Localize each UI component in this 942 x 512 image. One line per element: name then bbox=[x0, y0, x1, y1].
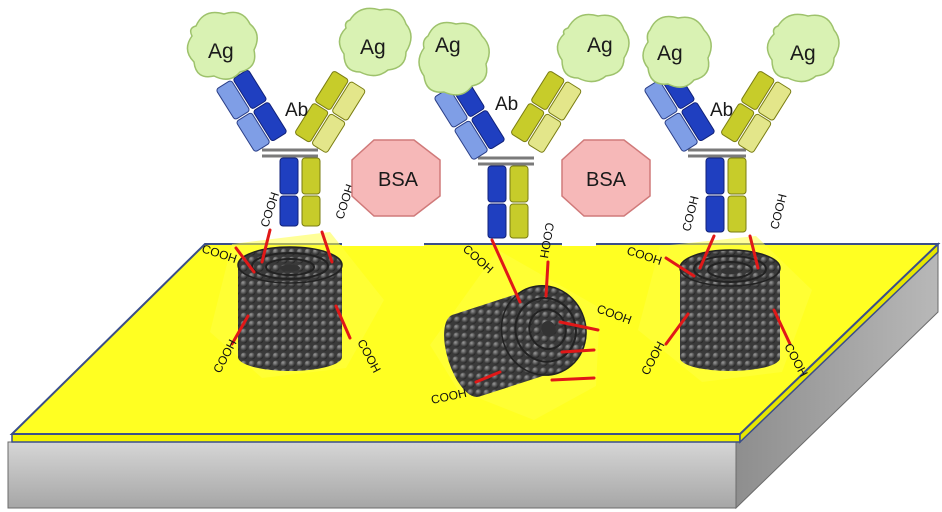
nanotube-1 bbox=[210, 232, 384, 378]
gold-layer-edge bbox=[11, 433, 741, 443]
linkers bbox=[230, 228, 792, 384]
cooh-label: COOH bbox=[537, 221, 557, 259]
ag-label: Ag bbox=[657, 42, 683, 65]
antigen-1: Ag bbox=[186, 11, 258, 80]
bsa-blocker-1: BSA bbox=[351, 139, 441, 217]
nanotube-2 bbox=[430, 250, 600, 420]
cooh-label: COOH bbox=[679, 194, 701, 232]
ab-label: Ab bbox=[495, 94, 518, 115]
ag-label: Ag bbox=[435, 34, 461, 57]
substrate-front-face bbox=[7, 441, 737, 509]
gap bbox=[342, 236, 424, 246]
cooh-label: COOH bbox=[258, 190, 282, 229]
antigen-2: Ag bbox=[338, 7, 412, 77]
ag-label: Ag bbox=[587, 34, 613, 57]
antibody-2: Ab bbox=[434, 71, 582, 239]
antibody-3: Ab bbox=[644, 70, 792, 233]
antigen-3: Ag bbox=[418, 21, 490, 96]
bsa-label: BSA bbox=[586, 169, 627, 191]
ag-label: Ag bbox=[208, 40, 234, 63]
antigen-5: Ag bbox=[642, 15, 712, 88]
bsa-blocker-2: BSA bbox=[561, 139, 651, 217]
ag-label: Ag bbox=[790, 42, 816, 65]
ab-label: Ab bbox=[710, 100, 733, 121]
antigen-6: Ag bbox=[766, 13, 840, 83]
bsa-label: BSA bbox=[378, 169, 419, 191]
antigen-4: Ag bbox=[556, 13, 630, 83]
cooh-label: COOH bbox=[767, 192, 789, 230]
ag-label: Ag bbox=[360, 36, 386, 59]
antibody-1: Ab bbox=[216, 70, 366, 227]
gap bbox=[562, 236, 596, 246]
ab-label: Ab bbox=[285, 100, 308, 121]
antigens: Ag Ag Ag Ag Ag Ag bbox=[186, 7, 840, 96]
